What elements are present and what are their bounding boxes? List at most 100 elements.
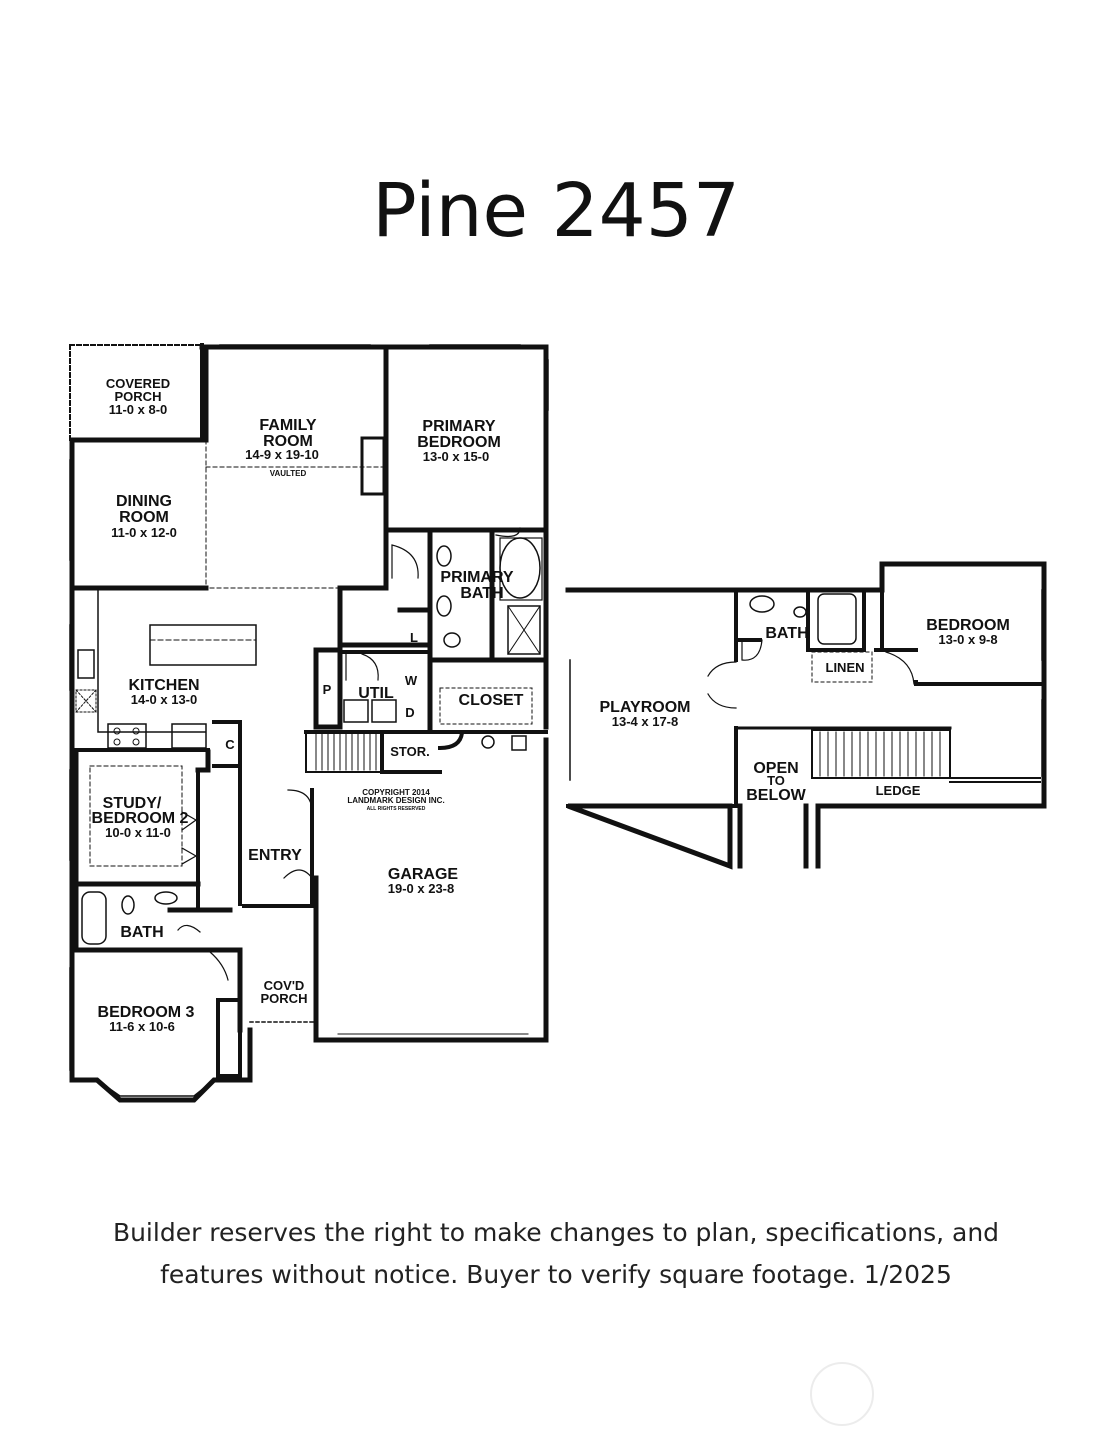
closet-label: CLOSET: [459, 692, 524, 709]
coat-closet: [212, 720, 242, 768]
pantry-label: P: [323, 682, 332, 697]
bath-doors: [177, 924, 229, 981]
study-label-2: BEDROOM 2: [92, 810, 189, 827]
dryer-label: D: [405, 705, 414, 720]
garage-dims: 19-0 x 23-8: [388, 881, 455, 896]
study-ceiling: [89, 765, 183, 867]
linen-closet: [811, 651, 873, 683]
bay-window: [95, 1078, 216, 1097]
linen-l-label: L: [410, 630, 418, 645]
playroom-label: PLAYROOM: [600, 699, 691, 716]
dining-room-label-2: ROOM: [119, 509, 169, 526]
kitchen-counter: [97, 589, 206, 733]
util-label: UTIL: [358, 685, 394, 702]
kitchen-label: KITCHEN: [128, 677, 199, 694]
dining-room-dims: 11-0 x 12-0: [111, 525, 177, 540]
bedroom3-dims: 11-6 x 10-6: [109, 1019, 175, 1034]
door-closet: [495, 527, 521, 538]
entry-label: ENTRY: [248, 847, 302, 864]
open-to-below-2: TO: [767, 773, 785, 788]
washer: [343, 699, 369, 723]
bathtub: [81, 891, 107, 945]
dryer: [371, 699, 397, 723]
upper-bedroom-label: BEDROOM: [926, 617, 1010, 634]
upper-bedroom-walls: [874, 590, 1044, 686]
util-walls: [338, 650, 432, 729]
kitchen-island: [149, 624, 257, 666]
open-to-below-1: OPEN: [753, 760, 798, 777]
covered-porch-dims: 11-0 x 8-0: [109, 402, 168, 417]
upper-tub: [817, 593, 857, 645]
ledge-label: LEDGE: [876, 783, 921, 798]
bath-label: BATH: [120, 924, 163, 941]
primary-bedroom-label-2: BEDROOM: [417, 434, 501, 451]
upper-exterior-wall: [565, 561, 1047, 870]
storage-label: STOR.: [390, 744, 430, 759]
covered-porch-outline: [69, 344, 203, 441]
door-util: [345, 653, 379, 681]
upper-bedroom-door: [885, 651, 915, 685]
entry-walls: [196, 768, 314, 908]
kitchen-sink: [77, 649, 95, 679]
upper-bath-walls: [734, 590, 866, 662]
bedroom3-label: BEDROOM 3: [98, 1004, 195, 1021]
main-floor-plan: [69, 343, 549, 1103]
sink-1: [436, 545, 452, 567]
watermark-logo: [810, 1362, 874, 1426]
upper-bedroom-dims: 13-0 x 9-8: [938, 632, 997, 647]
family-room-dims: 14-9 x 19-10: [245, 447, 319, 462]
bath-sink: [154, 891, 178, 905]
sink-2: [436, 595, 452, 617]
entry-doors: [283, 789, 313, 879]
covered-porch-label-2: PORCH: [115, 389, 162, 404]
primary-bath-label-2: BATH: [460, 585, 503, 602]
open-to-below-3: BELOW: [746, 787, 806, 804]
shower: [507, 605, 541, 655]
primary-bath-walls: [383, 527, 549, 733]
kitchen-open-line: [97, 587, 339, 641]
upper-floor-plan: [565, 561, 1047, 870]
primary-bedroom-dims: 13-0 x 15-0: [423, 449, 490, 464]
main-exterior-wall: [69, 344, 549, 1103]
family-room-label-1: FAMILY: [259, 417, 317, 434]
laundry-walls: [313, 585, 433, 730]
family-room-note: VAULTED: [270, 469, 307, 478]
upper-sink: [749, 595, 775, 613]
copyright-line-3: ALL RIGHTS RESERVED: [367, 806, 426, 812]
washer-label: W: [405, 673, 418, 688]
disclaimer: Builder reserves the right to make chang…: [80, 1212, 1032, 1296]
linen-label: LINEN: [826, 660, 865, 675]
toilet-primary: [443, 632, 461, 648]
copyright-line-1: COPYRIGHT 2014: [362, 788, 430, 797]
playroom-dims: 13-4 x 17-8: [612, 714, 679, 729]
plan-title: Pine 2457: [372, 168, 740, 254]
playroom-doors: [707, 661, 737, 709]
main-stair: [305, 731, 383, 773]
dishwasher: [75, 689, 97, 713]
kitchen-dims: 14-0 x 13-0: [131, 692, 198, 707]
bath-toilet: [121, 895, 135, 915]
closet-shelf: [439, 687, 533, 725]
ledge-lines: [817, 777, 1041, 783]
upper-bath-door: [741, 639, 763, 661]
primary-bath-label-1: PRIMARY: [440, 569, 514, 586]
upper-bath-label: BATH: [765, 625, 808, 642]
bath-walls: [73, 881, 243, 1033]
disclaimer-line-1: Builder reserves the right to make chang…: [112, 1218, 1000, 1247]
family-room-label-2: ROOM: [263, 433, 313, 450]
range: [107, 723, 147, 749]
tub: [499, 537, 541, 599]
bedroom3-closet: [216, 998, 242, 1078]
storage-walls: [380, 730, 465, 774]
family-dining-open: [205, 439, 387, 589]
dining-room-label-1: DINING: [116, 493, 172, 510]
study-label-1: STUDY/: [103, 795, 162, 812]
covd-porch-label-2: PORCH: [261, 991, 308, 1006]
furnace: [511, 735, 527, 751]
study-dims: 10-0 x 11-0: [105, 825, 171, 840]
garage-label: GARAGE: [388, 866, 459, 883]
primary-bedroom-label-1: PRIMARY: [422, 418, 496, 435]
water-heater: [481, 735, 495, 749]
covered-porch-label-1: COVERED: [106, 376, 170, 391]
